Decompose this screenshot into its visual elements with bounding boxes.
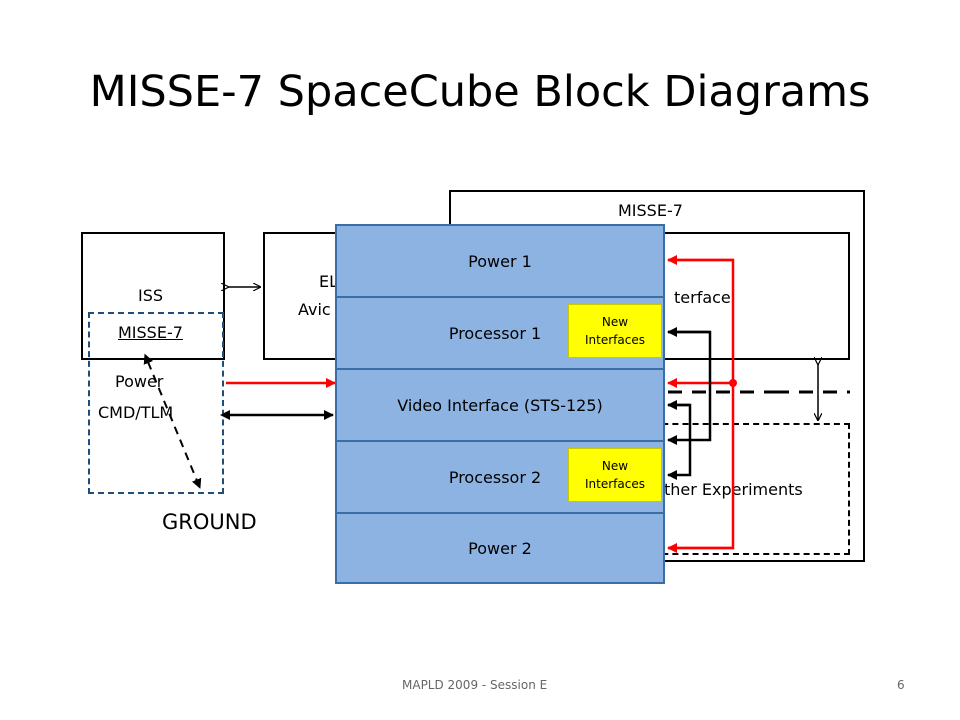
ground-link-dashed (143, 353, 202, 489)
new-interfaces-tag: New Interfaces (568, 448, 662, 502)
stack-layer-label: Processor 1 (448, 323, 542, 343)
new-interfaces-line1: New (601, 459, 629, 473)
misse7-outer-label: MISSE-7 (618, 201, 683, 220)
iss-misse7-label: MISSE-7 (118, 323, 183, 342)
stack-layer-label: Processor 2 (448, 467, 542, 487)
slide-title: MISSE-7 SpaceCube Block Diagrams (89, 67, 871, 117)
new-interfaces-line2: Interfaces (585, 477, 645, 491)
new-interfaces-tag: New Interfaces (568, 304, 662, 358)
interface-box (640, 232, 850, 360)
iss-label: ISS (138, 286, 164, 305)
footer-session: MAPLD 2009 - Session E (402, 678, 548, 692)
avionics-label-line2: Avic (298, 300, 331, 319)
red-power-bus (667, 255, 737, 553)
footer-page-number: 6 (897, 678, 905, 692)
avionics-label-line1: EL (319, 272, 339, 291)
stack-layer-label: Video Interface (STS-125) (397, 395, 603, 415)
stack-layer-power-1: Power 1 (335, 224, 665, 298)
stack-layer-label: Power 1 (468, 251, 532, 271)
iss-misse7-dashed-region (88, 312, 224, 494)
interface-label: terface (674, 288, 731, 307)
new-interfaces-line1: New (601, 315, 629, 329)
stack-layer-label: Power 2 (468, 538, 532, 558)
experiments-dashed-link (668, 364, 850, 420)
new-interfaces-line2: Interfaces (585, 333, 645, 347)
stack-layer-video-interface: Video Interface (STS-125) (335, 368, 665, 442)
ground-label: GROUND (162, 510, 257, 534)
stack-layer-power-2: Power 2 (335, 512, 665, 584)
